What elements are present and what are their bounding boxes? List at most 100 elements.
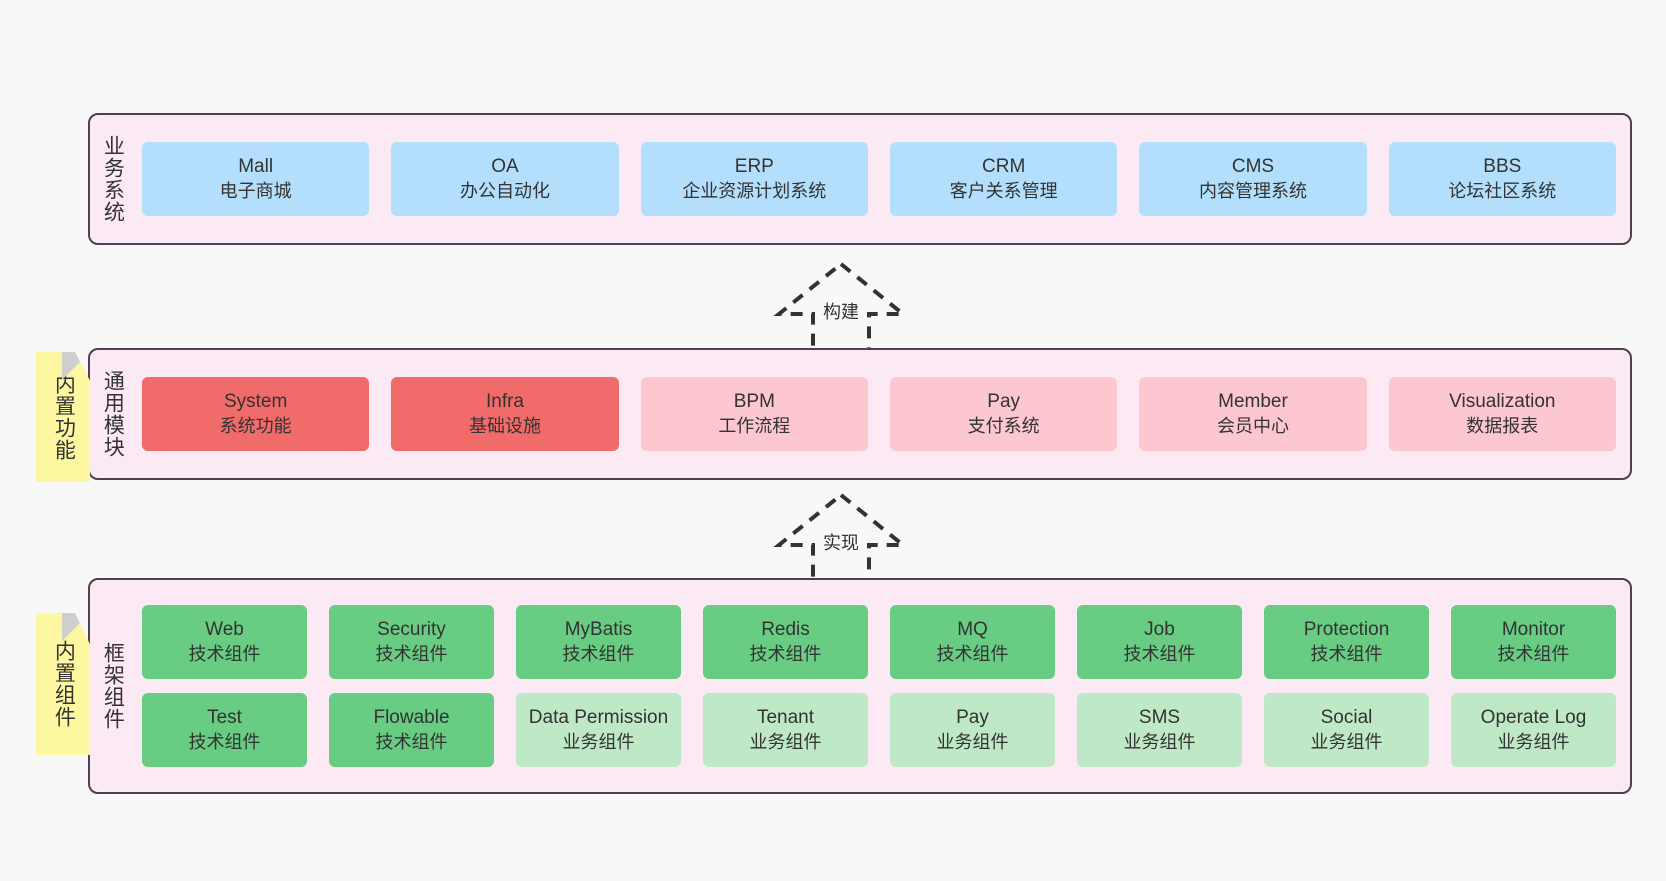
card-subtitle: 业务组件 (562, 731, 635, 752)
card-member[interactable]: Member 会员中心 (1139, 377, 1367, 451)
card-sms[interactable]: SMS 业务组件 (1077, 693, 1242, 767)
card-title: Security (377, 618, 446, 640)
card-mall[interactable]: Mall 电子商城 (142, 142, 370, 216)
card-bpm[interactable]: BPM 工作流程 (640, 377, 868, 451)
card-title: Protection (1303, 618, 1390, 640)
card-visualization[interactable]: Visualization 数据报表 (1388, 377, 1616, 451)
card-oa[interactable]: OA 办公自动化 (391, 142, 619, 216)
card-subtitle: 业务组件 (1123, 731, 1196, 752)
card-subtitle: 系统功能 (219, 415, 292, 436)
card-security[interactable]: Security 技术组件 (329, 605, 494, 679)
card-subtitle: 技术组件 (1123, 643, 1196, 664)
card-cms[interactable]: CMS 内容管理系统 (1139, 142, 1367, 216)
card-title: BBS (1483, 155, 1522, 177)
card-title: CMS (1231, 155, 1275, 177)
card-subtitle: 企业资源计划系统 (682, 180, 827, 201)
note-builtin-component: 内置组件 (36, 613, 90, 755)
connector-realize-arrow: 实现 (751, 489, 931, 585)
card-subtitle: 会员中心 (1216, 415, 1289, 436)
layer-common-module: 通用模块 System 系统功能 Infra 基础设施 BPM 工作流程 Pay… (88, 348, 1632, 480)
card-subtitle: 内容管理系统 (1198, 180, 1307, 201)
card-operate-log[interactable]: Operate Log 业务组件 (1451, 693, 1616, 767)
card-monitor[interactable]: Monitor 技术组件 (1451, 605, 1616, 679)
card-subtitle: 业务组件 (1497, 731, 1570, 752)
card-title: Social (1320, 706, 1373, 728)
card-erp[interactable]: ERP 企业资源计划系统 (640, 142, 868, 216)
card-subtitle: 客户关系管理 (949, 180, 1058, 201)
card-mybatis[interactable]: MyBatis 技术组件 (516, 605, 681, 679)
card-title: Member (1218, 390, 1288, 412)
card-subtitle: 技术组件 (188, 731, 261, 752)
card-subtitle: 业务组件 (749, 731, 822, 752)
card-title: Mall (238, 155, 274, 177)
card-title: Visualization (1449, 390, 1556, 412)
layer-title-frame: 框架组件 (101, 642, 125, 730)
card-title: Web (205, 618, 244, 640)
card-title: Redis (761, 618, 810, 640)
note-builtin-function: 内置功能 (36, 352, 90, 482)
card-crm[interactable]: CRM 客户关系管理 (889, 142, 1118, 216)
card-subtitle: 支付系统 (967, 415, 1040, 436)
card-title: CRM (982, 155, 1026, 177)
layer-body-frame: Web 技术组件 Security 技术组件 MyBatis 技术组件 Redi… (134, 580, 1630, 792)
layer-body-common: System 系统功能 Infra 基础设施 BPM 工作流程 Pay 支付系统… (134, 350, 1630, 478)
card-tenant[interactable]: Tenant 业务组件 (703, 693, 868, 767)
card-title: Tenant (756, 706, 815, 728)
connector-build-arrow: 构建 (751, 258, 931, 354)
card-pay-component[interactable]: Pay 业务组件 (890, 693, 1055, 767)
card-subtitle: 工作流程 (718, 415, 791, 436)
card-data-permission[interactable]: Data Permission 业务组件 (516, 693, 681, 767)
card-job[interactable]: Job 技术组件 (1077, 605, 1242, 679)
card-system[interactable]: System 系统功能 (142, 377, 370, 451)
card-subtitle: 技术组件 (1310, 643, 1383, 664)
card-title: System (223, 390, 288, 412)
card-subtitle: 技术组件 (188, 643, 261, 664)
card-bbs[interactable]: BBS 论坛社区系统 (1388, 142, 1616, 216)
card-test[interactable]: Test 技术组件 (142, 693, 307, 767)
card-subtitle: 业务组件 (1310, 731, 1383, 752)
card-title: Job (1144, 618, 1175, 640)
connector-realize-label: 实现 (823, 533, 859, 553)
card-subtitle: 办公自动化 (459, 180, 550, 201)
card-row: Mall 电子商城 OA 办公自动化 ERP 企业资源计划系统 CRM 客户关系… (142, 142, 1616, 216)
layer-business-system: 业务系统 Mall 电子商城 OA 办公自动化 ERP 企业资源计划系统 CRM… (88, 113, 1632, 245)
card-redis[interactable]: Redis 技术组件 (703, 605, 868, 679)
card-title: BPM (733, 390, 775, 412)
card-row: Web 技术组件 Security 技术组件 MyBatis 技术组件 Redi… (142, 605, 1616, 679)
card-title: Monitor (1501, 618, 1566, 640)
card-subtitle: 技术组件 (562, 643, 635, 664)
card-subtitle: 业务组件 (936, 731, 1009, 752)
card-subtitle: 技术组件 (1497, 643, 1570, 664)
card-title: Operate Log (1480, 706, 1587, 728)
layer-title-common: 通用模块 (101, 370, 125, 458)
card-subtitle: 基础设施 (468, 415, 541, 436)
card-title: Data Permission (528, 706, 669, 728)
folded-corner-icon (62, 352, 90, 380)
layer-framework-component: 框架组件 Web 技术组件 Security 技术组件 MyBatis 技术组件… (88, 578, 1632, 794)
layer-title-business: 业务系统 (101, 135, 125, 223)
note-label: 内置组件 (52, 640, 76, 728)
card-social[interactable]: Social 业务组件 (1264, 693, 1429, 767)
card-subtitle: 技术组件 (749, 643, 822, 664)
folded-corner-icon (62, 613, 90, 641)
card-web[interactable]: Web 技术组件 (142, 605, 307, 679)
card-infra[interactable]: Infra 基础设施 (391, 377, 619, 451)
card-pay[interactable]: Pay 支付系统 (889, 377, 1118, 451)
note-label: 内置功能 (52, 373, 76, 461)
card-flowable[interactable]: Flowable 技术组件 (329, 693, 494, 767)
card-title: MyBatis (564, 618, 633, 640)
card-subtitle: 论坛社区系统 (1448, 180, 1557, 201)
card-title: ERP (734, 155, 774, 177)
card-title: MQ (957, 618, 988, 640)
card-title: Pay (956, 706, 989, 728)
connector-build-label: 构建 (823, 302, 859, 322)
card-row: System 系统功能 Infra 基础设施 BPM 工作流程 Pay 支付系统… (142, 377, 1616, 451)
card-title: Infra (485, 390, 524, 412)
card-mq[interactable]: MQ 技术组件 (890, 605, 1055, 679)
card-protection[interactable]: Protection 技术组件 (1264, 605, 1429, 679)
card-title: Flowable (373, 706, 450, 728)
card-subtitle: 技术组件 (375, 643, 448, 664)
card-subtitle: 数据报表 (1466, 415, 1539, 436)
card-subtitle: 技术组件 (375, 731, 448, 752)
